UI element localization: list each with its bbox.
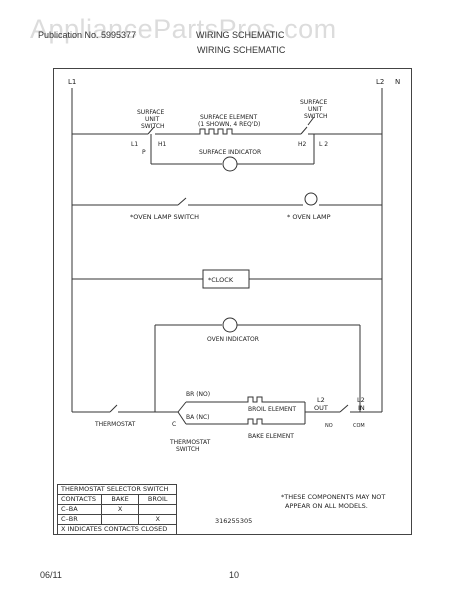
oven-lamp-label: * OVEN LAMP: [287, 213, 331, 221]
schematic-frame: [53, 68, 412, 535]
broil-element-symbol: [244, 396, 266, 403]
selector-cell: [100, 514, 140, 525]
terminal-l2: L 2: [319, 141, 328, 148]
l2-out-label-2: OUT: [314, 404, 328, 412]
surface-switch-left-2: UNIT: [145, 116, 160, 123]
surface-indicator-lamp: [222, 156, 238, 172]
l2-in-label-1: L2: [357, 396, 365, 404]
sheet-title: WIRING SCHEMATIC: [197, 45, 286, 55]
thermostat-selector-table: THERMOSTAT SELECTOR SWITCH CONTACTS BAKE…: [57, 484, 177, 535]
no-terminal-label: NO: [325, 423, 333, 429]
surface-element-qty: (1 SHOWN, 4 REQ'D): [198, 121, 260, 128]
surface-switch-right-2: UNIT: [308, 106, 323, 113]
clock-label: *CLOCK: [208, 276, 234, 284]
part-number: 316255305: [215, 517, 252, 525]
surface-element-symbol: [196, 128, 236, 135]
terminal-l1: L1: [131, 141, 138, 148]
l2-out-label-1: L2: [317, 396, 325, 404]
ba-contact-label: BA (NC): [186, 414, 210, 421]
oven-lamp-symbol: [304, 192, 318, 206]
thermostat-label: THERMOSTAT: [94, 421, 136, 428]
br-contact-label: BR (NO): [186, 391, 210, 398]
surface-switch-left-3: SWITCH: [141, 123, 165, 130]
thermostat-switch-label-1: THERMOSTAT: [169, 439, 211, 446]
selector-header-contacts: CONTACTS: [57, 494, 102, 505]
surface-element-label: SURFACE ELEMENT: [200, 114, 258, 121]
selector-table-title: THERMOSTAT SELECTOR SWITCH: [57, 484, 177, 495]
selector-cell: [138, 504, 177, 515]
table-row: C–BR X: [57, 514, 177, 525]
selector-cell: X: [100, 504, 140, 515]
footer-date: 06/11: [40, 570, 62, 580]
broil-element-label: BROIL ELEMENT: [248, 406, 296, 413]
com-terminal-label: COM: [353, 423, 365, 429]
oven-indicator-label: OVEN INDICATOR: [207, 336, 259, 343]
common-contact-label: C: [172, 421, 176, 428]
surface-switch-left-1: SURFACE: [137, 109, 164, 116]
label-n: N: [395, 78, 400, 86]
selector-cell: C–BA: [57, 504, 102, 515]
terminal-p: P: [142, 149, 146, 156]
header-title: WIRING SCHEMATIC: [196, 30, 285, 40]
bake-element-symbol: [244, 418, 266, 425]
footnote-line-2: APPEAR ON ALL MODELS.: [285, 502, 368, 510]
selector-table-note: X INDICATES CONTACTS CLOSED: [57, 524, 177, 535]
terminal-h2: H2: [298, 141, 307, 148]
surface-switch-right-1: SURFACE: [300, 99, 327, 106]
oven-lamp-switch-label: *OVEN LAMP SWITCH: [130, 213, 199, 221]
l2-in-label-2: IN: [358, 404, 365, 412]
surface-indicator-label: SURFACE INDICATOR: [199, 149, 261, 156]
oven-indicator-lamp: [222, 317, 238, 333]
selector-header-bake: BAKE: [100, 494, 140, 505]
table-row: C–BA X: [57, 504, 177, 515]
selector-cell: X: [138, 514, 177, 525]
watermark-logo: AppliancePartsPros.com: [30, 14, 337, 44]
page-number: 10: [229, 570, 240, 580]
selector-header-broil: BROIL: [138, 494, 177, 505]
publication-number: Publication No. 5995377: [38, 30, 137, 40]
label-l1: L1: [68, 78, 76, 86]
thermostat-switch-label-2: SWITCH: [176, 446, 200, 453]
surface-switch-right-3: SWITCH: [304, 113, 328, 120]
label-l2: L2: [376, 78, 384, 86]
footnote-line-1: *THESE COMPONENTS MAY NOT: [281, 493, 385, 501]
bake-element-label: BAKE ELEMENT: [248, 433, 294, 440]
selector-cell: C–BR: [57, 514, 102, 525]
terminal-h1: H1: [158, 141, 167, 148]
